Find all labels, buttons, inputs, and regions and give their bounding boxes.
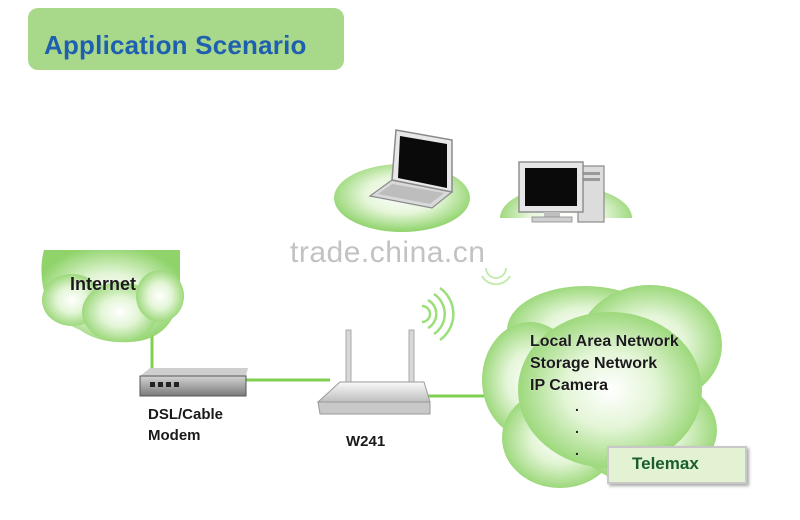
internet-cloud (41, 250, 184, 343)
title-banner (28, 8, 344, 70)
lan-ellipsis-dot: . (575, 420, 579, 436)
router-label: W241 (346, 433, 386, 450)
laptop-icon (368, 129, 454, 209)
wifi-signal-icon (481, 267, 511, 286)
brand-label: Telemax (632, 454, 699, 473)
lan-label-local-area-network: Local Area Network (530, 333, 679, 350)
modem-icon (139, 368, 248, 397)
brand-badge (607, 446, 747, 484)
wireless-router-icon (316, 329, 431, 415)
lan-label-ip-camera: IP Camera (530, 377, 608, 394)
modem-label-line2: Modem (148, 427, 201, 444)
wifi-signal-icon (421, 286, 455, 342)
lan-ellipsis-dot: . (575, 398, 579, 414)
modem-label-line1: DSL/Cable (148, 406, 224, 423)
lan-cloud (482, 285, 722, 488)
lan-label-storage-network: Storage Network (530, 355, 658, 372)
desktop-platform-cutoff (500, 218, 632, 250)
page-title: Application Scenario (44, 30, 307, 60)
internet-label: Internet (70, 274, 137, 294)
watermark-text: trade.china.cn (290, 236, 486, 269)
lan-ellipsis-dot: . (575, 442, 579, 458)
desktop-computer-icon (518, 161, 605, 223)
